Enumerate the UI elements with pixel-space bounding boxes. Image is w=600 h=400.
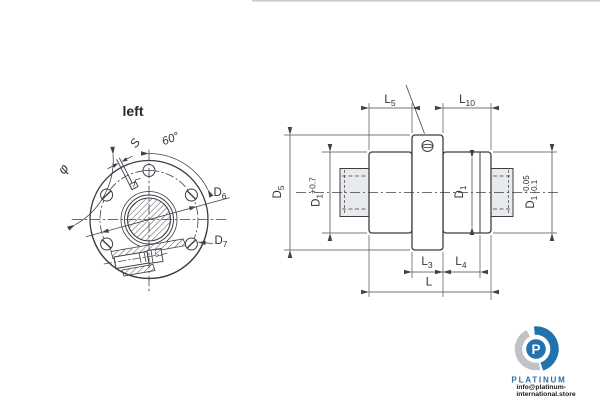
dim-label-d6: D6 bbox=[213, 186, 227, 201]
set-screw-leader bbox=[405, 84, 425, 134]
clamp-screw-section bbox=[90, 231, 208, 280]
dim-label-d5: D5 bbox=[271, 185, 286, 199]
dim-label-d7: D7 bbox=[214, 234, 228, 249]
dim-label-d1-minus: D1-0.05-0.1 bbox=[522, 175, 540, 209]
view-title-left: left bbox=[122, 103, 144, 119]
d7-dimension bbox=[198, 240, 213, 246]
dim-label-d1-plus: D1+0.7 bbox=[307, 177, 325, 207]
dim-label-l3: L3 bbox=[421, 255, 433, 270]
page-top-strip bbox=[252, 0, 600, 2]
angle-60-arc bbox=[140, 151, 214, 198]
logo-letter: P bbox=[531, 342, 540, 357]
dim-label-l10: L10 bbox=[459, 93, 475, 108]
dim-label-l: L bbox=[425, 276, 433, 289]
set-screw-icon bbox=[405, 84, 434, 152]
dim-label-l5: L5 bbox=[384, 93, 396, 108]
brand-email: info@platinum-international.store bbox=[516, 384, 576, 398]
side-view bbox=[284, 84, 558, 300]
dim-label-d1: D1 bbox=[453, 185, 468, 199]
dim-label-l4: L4 bbox=[455, 255, 467, 270]
front-view bbox=[67, 146, 230, 292]
dimension-lines bbox=[287, 105, 555, 295]
keyway-leader bbox=[133, 178, 141, 187]
brand-name: PLATINUM bbox=[511, 375, 567, 385]
platinum-logo-icon: P bbox=[513, 326, 559, 372]
phi-arc bbox=[67, 146, 115, 231]
